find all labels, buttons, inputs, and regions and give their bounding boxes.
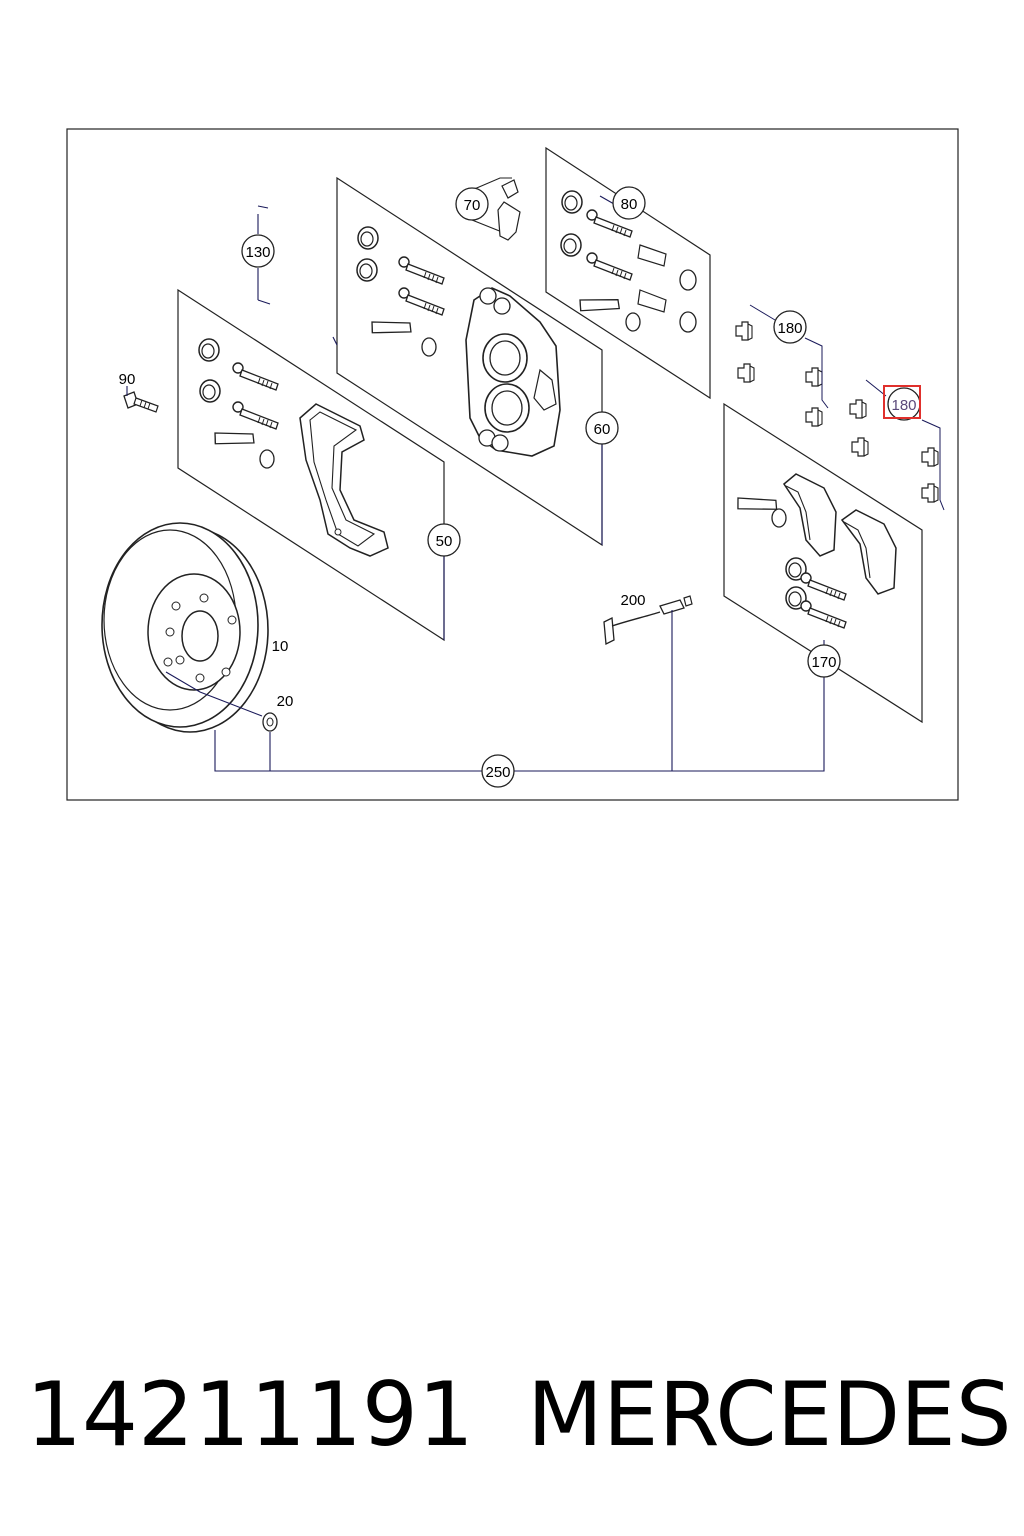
- bleeder-valve-part: [471, 177, 521, 241]
- highlight-box: [883, 385, 921, 419]
- callout-label: 200: [620, 592, 645, 609]
- callout-label: 70: [464, 197, 481, 214]
- callout-label: 180: [891, 397, 916, 414]
- callout-200: 200: [620, 592, 645, 609]
- callout-10: 10: [272, 638, 289, 655]
- callout-20: 20: [277, 693, 294, 710]
- callout-250: 250: [481, 754, 515, 788]
- callout-label: 60: [594, 421, 611, 438]
- callout-170: 170: [807, 644, 841, 678]
- diagram-frame: [66, 128, 959, 801]
- callout-90: 90: [119, 371, 136, 388]
- group-80-panel: [545, 146, 711, 400]
- callout-label: 250: [485, 764, 510, 781]
- wheel-bolt-part: [123, 391, 159, 413]
- leader-lines: [126, 195, 825, 772]
- group-80-parts: [560, 190, 697, 333]
- callout-130: 130: [241, 234, 275, 268]
- exploded-parts-diagram: 130 70 80 180 180 90 60 50 200 10 170 20: [66, 128, 959, 801]
- brand-name: MERCEDES: [527, 1363, 1012, 1466]
- callout-label: 130: [245, 244, 270, 261]
- callout-50: 50: [427, 523, 461, 557]
- wear-sensor-part: [603, 595, 693, 646]
- callout-label: 10: [272, 638, 289, 655]
- callout-label: 170: [811, 654, 836, 671]
- spring-clips-part: [735, 304, 945, 511]
- group-170-panel: [723, 402, 923, 724]
- group-50-parts: [198, 338, 389, 557]
- callout-60: 60: [585, 411, 619, 445]
- disc-screw-part: [262, 712, 278, 732]
- callout-label: 80: [621, 196, 638, 213]
- callout-180-highlighted: 180: [883, 385, 921, 421]
- callout-70: 70: [455, 187, 489, 221]
- callout-label: 180: [777, 320, 802, 337]
- callout-label: 20: [277, 693, 294, 710]
- part-number: 14211191: [26, 1363, 474, 1466]
- callout-label: 90: [119, 371, 136, 388]
- callout-80: 80: [612, 186, 646, 220]
- callout-180-upper: 180: [773, 310, 807, 344]
- brake-disc-part: [101, 522, 269, 733]
- brake-pads-part: [733, 473, 897, 629]
- callout-label: 50: [436, 533, 453, 550]
- group-60-parts: [356, 226, 561, 457]
